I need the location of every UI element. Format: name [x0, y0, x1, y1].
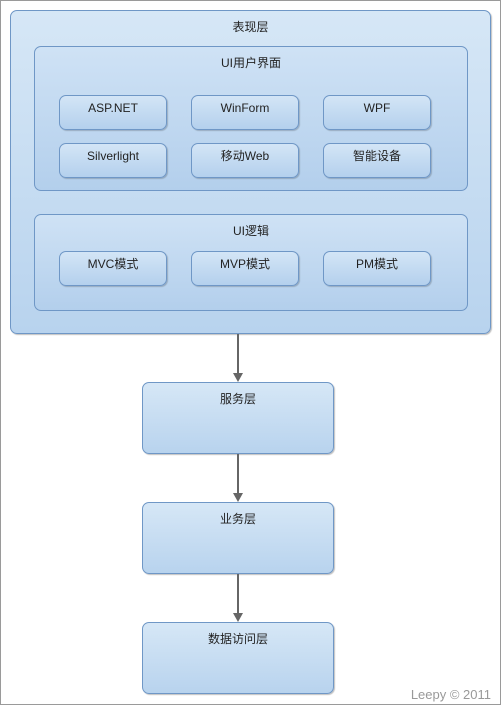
- data-access-layer-title: 数据访问层: [207, 632, 268, 646]
- business-layer-box: 业务层: [142, 502, 334, 574]
- presentation-layer-title: 表现层: [232, 20, 269, 34]
- service-layer-title: 服务层: [219, 392, 256, 406]
- pm-pattern-box: PM模式: [323, 251, 431, 286]
- asp-net-box: ASP.NET: [59, 95, 167, 130]
- business-layer-title: 业务层: [219, 512, 256, 526]
- arrow-down-3: [233, 574, 243, 622]
- watermark: Leepy © 2011: [410, 687, 491, 702]
- arrow-down-1: [233, 334, 243, 382]
- ui-interface-group: UI用户界面 ASP.NET WinForm WPF Silverlight 移…: [34, 46, 468, 191]
- service-layer-box: 服务层: [142, 382, 334, 454]
- wpf-box: WPF: [323, 95, 431, 130]
- mvp-pattern-box: MVP模式: [191, 251, 299, 286]
- mvc-pattern-box: MVC模式: [59, 251, 167, 286]
- data-access-layer-box: 数据访问层: [142, 622, 334, 694]
- ui-interface-title: UI用户界面: [220, 56, 281, 70]
- ui-logic-title: UI逻辑: [232, 224, 269, 238]
- silverlight-box: Silverlight: [59, 143, 167, 178]
- smart-device-box: 智能设备: [323, 143, 431, 178]
- presentation-layer-box: 表现层 UI用户界面 ASP.NET WinForm WPF Silverlig…: [10, 10, 491, 334]
- mobile-web-box: 移动Web: [191, 143, 299, 178]
- ui-logic-group: UI逻辑 MVC模式 MVP模式 PM模式: [34, 214, 468, 311]
- arrow-down-2: [233, 454, 243, 502]
- winform-box: WinForm: [191, 95, 299, 130]
